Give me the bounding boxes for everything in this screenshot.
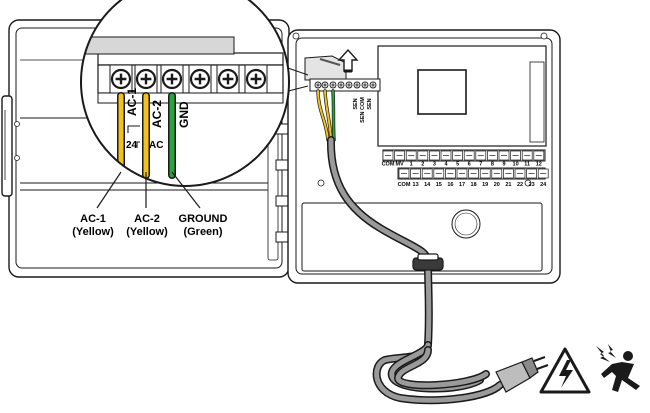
zone-terminal-label: 17 [459,182,465,188]
terminal-screw-icon [189,68,211,90]
ac2-wire-label: AC-2 [150,100,164,128]
terminal-screw-icon [135,68,157,90]
zone-terminal-label: 1 [410,162,413,168]
callout-labels: AC-1 (Yellow) AC-2 (Yellow) GROUND (Gree… [72,213,227,238]
sensor-terminal-labels: SEN SEN COM SEN [353,97,373,123]
ground-callout-line2: (Green) [183,226,222,238]
vac-24-label: 24 [126,140,138,151]
pull-direction-arrow [337,48,359,73]
zoom-callout: AC-1 AC-2 GND 24 AC [80,0,290,187]
ground-callout-line1: GROUND [179,213,228,225]
zone-terminal-label: 12 [536,162,542,168]
zone-terminal-label: 9 [502,162,505,168]
power-plug [495,356,549,393]
zone-terminal-label: 10 [513,162,519,168]
terminal-screw-icon [321,81,329,89]
terminal-screw-icon [353,81,361,89]
zone-terminal-label: 14 [424,182,431,188]
zone-terminal-label: 11 [524,162,530,168]
terminal-screw-icon [161,68,183,90]
zone-terminal-label: 2 [421,162,424,168]
zone-terminal-label: 20 [494,182,500,188]
gnd-wire-label: GND [177,101,191,128]
zone-terminal-label: 22 [517,182,523,188]
electrical-hazard-icon [539,347,591,394]
terminal-screw-icon [369,81,377,89]
terminal-screw-icon [337,81,345,89]
terminal-screw-icon [329,81,337,89]
zone-terminal-label: 6 [468,162,471,168]
ac1-callout-line1: AC-1 [80,213,106,225]
zone-terminal-label: 3 [433,162,436,168]
ac2-callout-line2: (Yellow) [126,226,168,238]
ac1-callout-line2: (Yellow) [72,226,114,238]
zone-terminal-label: 24 [540,182,547,188]
zone-terminal-label: 19 [482,182,488,188]
zone-terminal-label: 23 [529,182,535,188]
terminal-screw-icon [345,81,353,89]
vac-ac-label: AC [149,140,163,151]
zone-terminal-label: 4 [444,162,448,168]
ac2-callout-line1: AC-2 [134,213,160,225]
ac1-wire-label: AC-1 [125,88,139,116]
terminal-screw-icon [110,68,132,90]
zone-terminal-label: COM [398,182,411,188]
sensor-label: SEN COM [360,97,366,123]
zone-terminal-label: 18 [471,182,477,188]
zone-terminal-label: 7 [479,162,482,168]
sensor-label: SEN [353,98,359,109]
electric-shock-icon [596,344,640,392]
terminal-screw-icon [361,81,369,89]
zone-terminal-label: 8 [491,162,494,168]
callout-leaders [96,171,201,209]
cabinet-wires [316,89,336,142]
zone-terminal-label: 16 [447,182,453,188]
controller-module [377,45,547,147]
zone-terminal-label: 15 [436,182,442,188]
terminal-screw-icon [245,68,267,90]
terminal-screw-icon [314,81,322,89]
terminal-screw-icon [217,68,239,90]
zone-terminal-label: MV [395,162,404,168]
wiring-compartment [304,55,381,92]
zone-terminal-label: 21 [505,182,511,188]
cord-strain-relief [412,253,444,271]
power-cord [326,136,504,405]
zone-terminal-label: COM [382,162,395,168]
zone-terminal-label: 5 [456,162,459,168]
zone-terminal-label: 13 [413,182,419,188]
sensor-label: SEN [367,98,373,109]
